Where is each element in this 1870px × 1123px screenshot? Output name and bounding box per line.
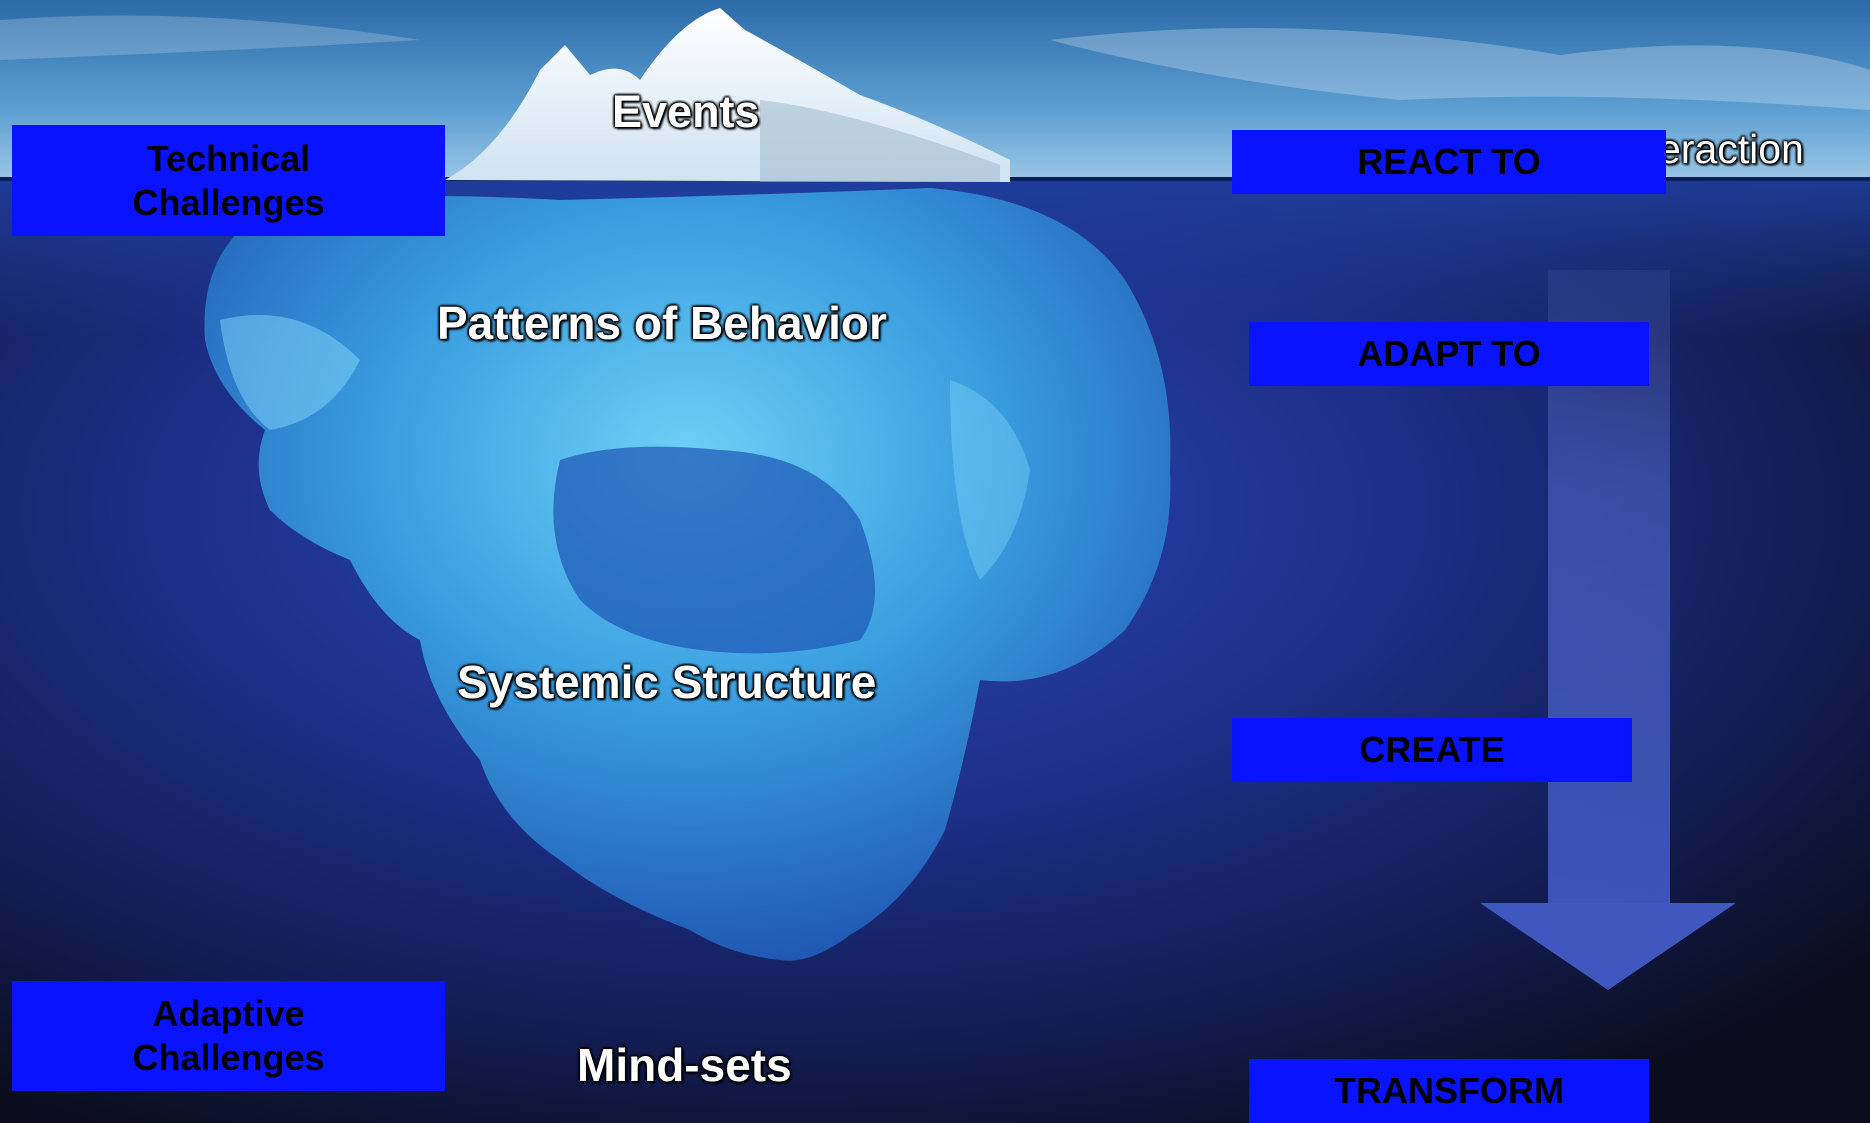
level-label-events: Events — [612, 86, 760, 137]
response-adapt-to: ADAPT TO — [1249, 322, 1649, 386]
level-label-systemic-structure: Systemic Structure — [457, 656, 877, 708]
iceberg-highlight — [220, 315, 360, 430]
technical-challenges-box: Technical Challenges — [12, 125, 445, 236]
depth-arrow-head — [1480, 903, 1736, 990]
response-transform: TRANSFORM — [1249, 1059, 1649, 1123]
cloud — [0, 15, 420, 60]
level-label-patterns: Patterns of Behavior — [437, 297, 887, 349]
cloud — [1050, 28, 1870, 110]
title-fragment: eraction — [1658, 126, 1804, 172]
iceberg-highlight — [950, 380, 1030, 580]
response-create: CREATE — [1232, 718, 1632, 782]
adaptive-challenges-box: Adaptive Challenges — [12, 981, 445, 1091]
response-react-to: REACT TO — [1232, 130, 1666, 194]
level-label-mindsets: Mind-sets — [577, 1039, 792, 1091]
iceberg-peak-shadow — [760, 100, 1000, 182]
adaptive-challenges-line1: Adaptive — [152, 993, 305, 1035]
iceberg-cavity — [553, 446, 875, 654]
technical-challenges-line1: Technical — [146, 137, 311, 179]
adaptive-challenges-line2: Challenges — [132, 1037, 325, 1078]
technical-challenges-line2: Challenges — [132, 181, 325, 223]
